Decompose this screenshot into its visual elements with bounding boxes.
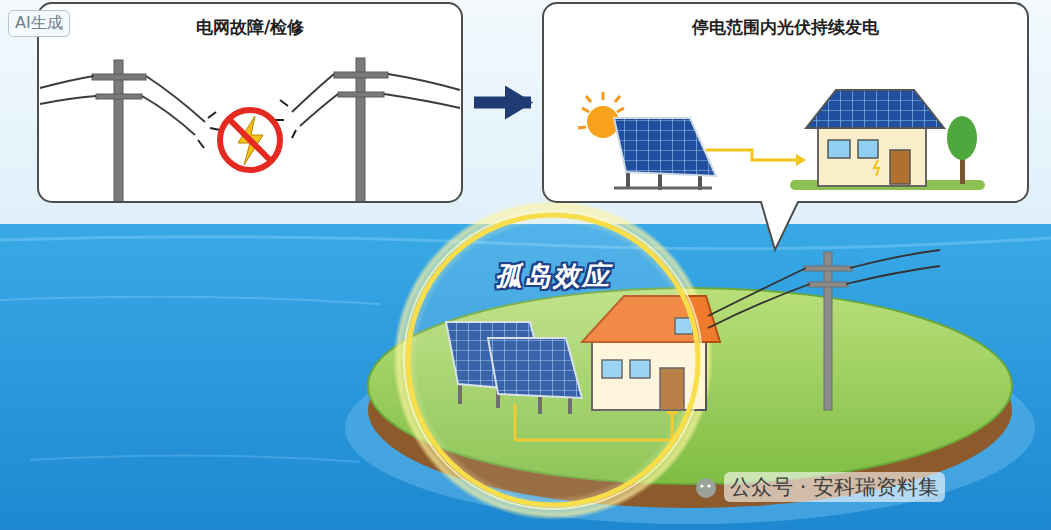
- panel-title: 电网故障/检修: [190, 16, 310, 39]
- broken-power-line: [292, 74, 334, 112]
- island-scene: [850, 250, 940, 268]
- broken-power-line: [388, 74, 460, 90]
- broken-power-line: [334, 72, 388, 78]
- glow: [393, 200, 713, 520]
- broken-power-line: [338, 92, 384, 97]
- island-scene: [696, 478, 716, 498]
- broken-power-line: [40, 96, 96, 104]
- broken-power-line: [198, 112, 220, 148]
- broken-power-line: [40, 58, 460, 202]
- panel-border: [543, 3, 1028, 250]
- highlight-title: 孤岛效应: [495, 258, 611, 294]
- pv-supply-scene: [602, 92, 605, 100]
- island-scene: [804, 252, 852, 410]
- highlight-circle: 孤岛效应: [405, 212, 701, 508]
- scene-panel: 电网故障/检修: [38, 3, 462, 202]
- pv-supply-scene: [947, 116, 977, 160]
- pv-supply-scene: [578, 90, 985, 190]
- broken-power-line: [220, 110, 280, 170]
- panel-border: [38, 3, 462, 202]
- broken-power-line: [142, 96, 195, 135]
- panel-fill: [38, 3, 462, 202]
- pv-supply-scene: [890, 150, 910, 184]
- island-scene: [700, 484, 703, 487]
- broken-power-line: [40, 76, 94, 88]
- highlight-ring: [408, 215, 698, 505]
- pv-supply-scene: [578, 127, 586, 128]
- island-scene: [824, 252, 832, 410]
- island-scene: [804, 266, 852, 271]
- island-scene: [708, 284, 810, 328]
- sky-ground: [30, 455, 360, 462]
- panel-title: 停电范围内光伏持续发电: [686, 16, 885, 39]
- flow-arrow: [474, 97, 531, 109]
- pv-supply-scene: [858, 140, 878, 158]
- callout-panel: 停电范围内光伏持续发电: [543, 3, 1028, 202]
- island-scene: [846, 266, 940, 284]
- pv-supply-scene: [614, 187, 712, 190]
- pv-supply-scene: [617, 108, 624, 112]
- broken-power-line: [384, 94, 460, 108]
- pv-supply-scene: [614, 118, 716, 176]
- pv-supply-scene: [586, 96, 591, 102]
- broken-power-line: [96, 94, 142, 99]
- broken-power-line: [230, 120, 270, 160]
- broken-power-line: [146, 76, 205, 122]
- pv-supply-scene: [796, 154, 806, 166]
- pv-supply-scene: [615, 96, 620, 102]
- pv-supply-scene: [706, 150, 796, 160]
- pv-supply-scene: [828, 140, 850, 158]
- broken-power-line: [300, 94, 338, 126]
- broken-power-line: [114, 60, 123, 202]
- island-scene: [808, 282, 848, 287]
- sky-ground: [0, 297, 380, 304]
- island-scene: [708, 268, 806, 316]
- pv-supply-scene: [818, 124, 926, 186]
- pv-supply-scene: [582, 108, 589, 112]
- pv-supply-scene: [874, 160, 879, 176]
- ai-watermark: AI生成: [8, 10, 70, 37]
- broken-power-line: [356, 58, 365, 202]
- pv-supply-scene: [806, 90, 944, 128]
- island-scene: [708, 250, 940, 328]
- broken-power-line: [92, 58, 388, 202]
- broken-power-line: [92, 74, 146, 80]
- island-scene: [707, 484, 710, 487]
- account-watermark: 公众号 · 安科瑞资料集: [724, 472, 945, 502]
- glow: [393, 200, 713, 520]
- highlight-circle-outline: [405, 212, 701, 508]
- highlight-ring: [404, 211, 702, 509]
